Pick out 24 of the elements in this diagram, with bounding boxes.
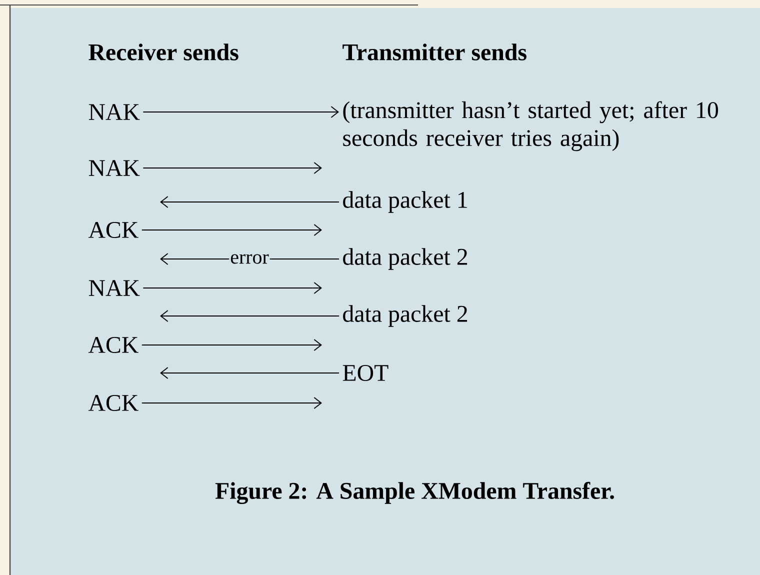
message-text: (transmitter hasn’t started yet; after 10 seconds receiver tries again) — [343, 101, 718, 152]
message-text: NAK — [88, 104, 140, 120]
arrow — [160, 196, 340, 208]
arrow — [142, 106, 339, 118]
figure-caption: Figure 2: A Sample XModem Transfer. — [215, 482, 614, 504]
arrow — [142, 162, 322, 174]
message-text: data packet 2 — [343, 305, 468, 327]
message-text: ACK — [88, 222, 138, 238]
message-text: NAK — [88, 160, 140, 176]
arrow — [142, 282, 322, 294]
message-text: ACK — [88, 336, 138, 354]
column-heading: Transmitter sends — [342, 44, 526, 60]
edge-label: error — [229, 253, 270, 265]
arrow — [141, 338, 322, 351]
message-text: NAK — [88, 280, 140, 296]
column-heading: Receiver sends — [88, 44, 238, 60]
message-text: data packet 2 — [343, 248, 468, 270]
message-text: ACK — [88, 394, 138, 412]
message-text: EOT — [342, 364, 388, 382]
arrow — [141, 224, 322, 236]
arrow — [160, 366, 340, 379]
message-text: data packet 1 — [343, 191, 467, 213]
arrow — [141, 396, 322, 409]
arrow — [160, 310, 340, 322]
